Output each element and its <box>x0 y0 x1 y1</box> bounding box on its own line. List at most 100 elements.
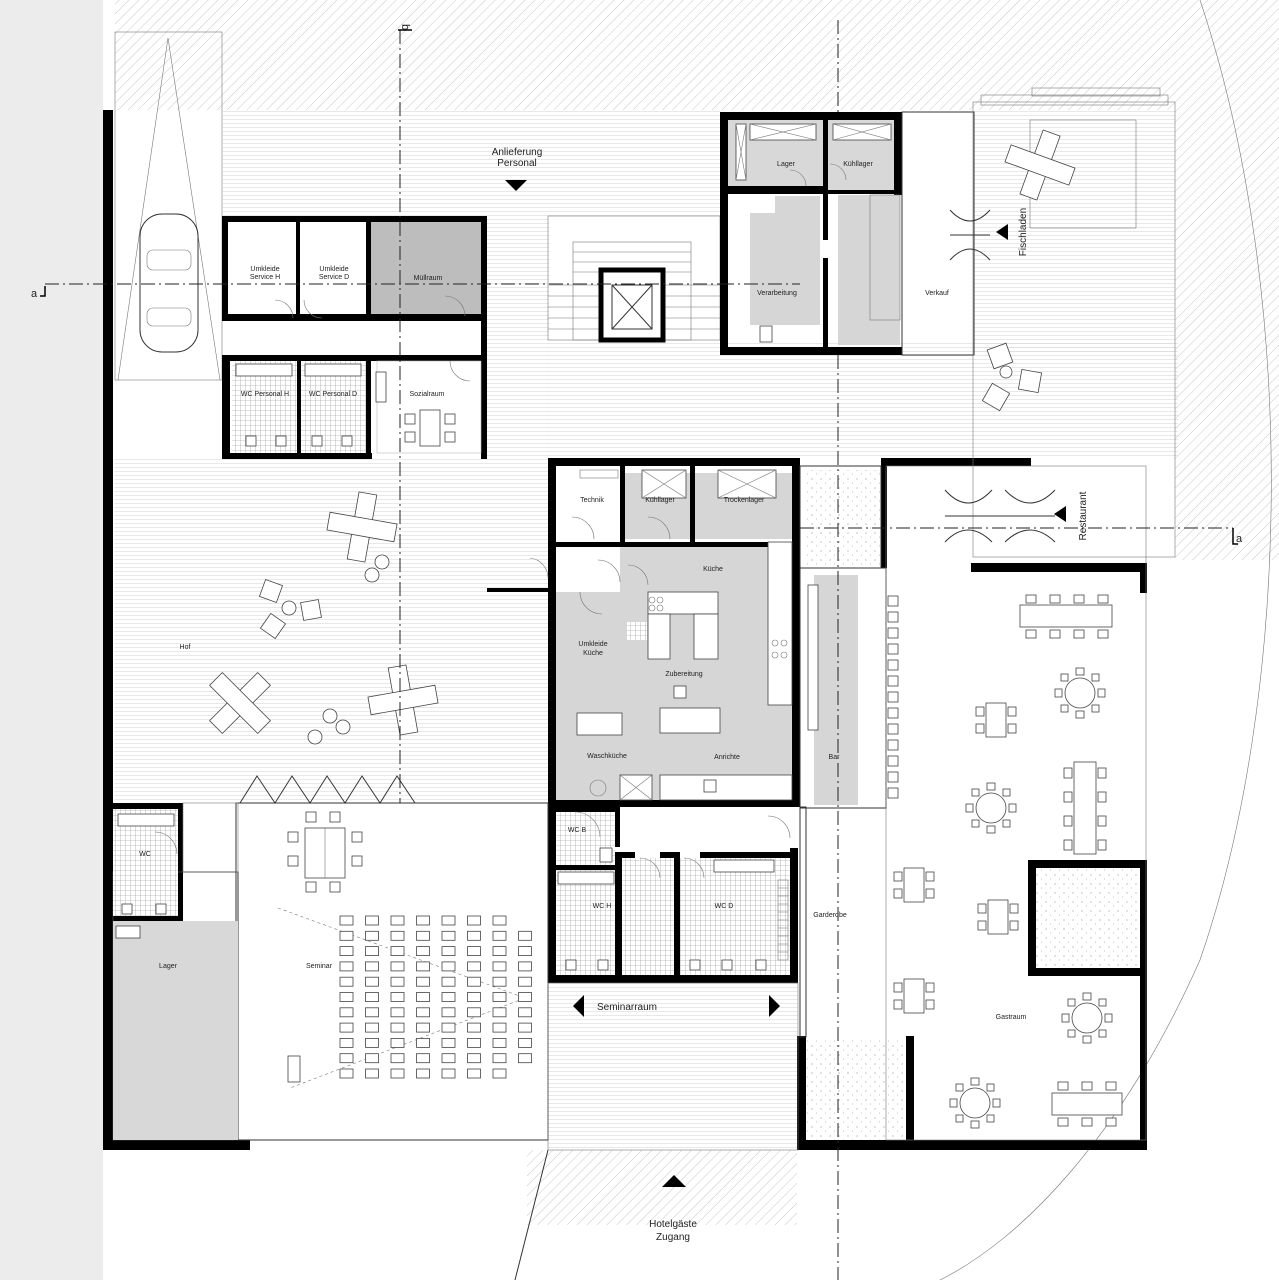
exterior-hatch-bottom <box>527 1150 797 1225</box>
label-umkleide-d-1: Umkleide <box>319 266 348 273</box>
seminar-seat <box>492 976 507 987</box>
seminar-seat <box>339 976 354 987</box>
seminar-arrow-right-icon <box>769 995 780 1017</box>
seminar-seat <box>390 1068 405 1079</box>
seminar-seat <box>441 976 456 987</box>
planter-right <box>1036 868 1140 968</box>
seminar-seat <box>339 992 354 1002</box>
hotel-arrow-icon <box>662 1175 686 1187</box>
seminar-seat <box>441 930 456 941</box>
seminar-seat <box>416 992 430 1002</box>
room-lager-left <box>113 921 238 1140</box>
seminar-seat <box>390 946 405 956</box>
seminar-seat <box>441 1038 456 1048</box>
seminar-seat <box>492 1007 507 1018</box>
seminar-seat <box>390 930 405 941</box>
social-room-table <box>404 409 456 447</box>
seminar-seat <box>467 992 481 1002</box>
seminar-seat <box>467 1022 481 1033</box>
seminar-seat <box>492 1038 507 1048</box>
seminar-seat <box>467 961 481 972</box>
seminar-seat <box>365 930 379 941</box>
site-boundary-diagonal <box>514 1149 549 1280</box>
folding-doors <box>239 775 416 804</box>
seminar-seat <box>365 1007 379 1018</box>
label-hof: Hof <box>180 644 191 651</box>
label-wc-personal-d: WC Personal D <box>309 391 357 398</box>
seminar-seat <box>390 961 405 972</box>
seminar-seat <box>441 1022 456 1033</box>
seminar-seat <box>467 930 481 941</box>
label-wc-b: WC B <box>568 827 587 834</box>
exterior-hatch-right <box>1175 110 1279 560</box>
seminar-seat <box>416 1022 430 1033</box>
seminar-seat <box>467 1007 481 1018</box>
seminar-seat <box>416 961 430 972</box>
seminar-seat <box>365 915 379 926</box>
label-gastraum: Gastraum <box>996 1014 1027 1021</box>
seminar-seat <box>441 1053 456 1064</box>
seminar-seat <box>365 1053 379 1064</box>
section-mark-b: b <box>399 24 411 30</box>
seminar-seat <box>339 961 354 972</box>
label-trockenlager: Trockenlager <box>724 497 765 504</box>
seminar-seat <box>441 915 456 926</box>
label-wc-d: WC D <box>715 903 734 910</box>
seminar-seat <box>390 1022 405 1033</box>
seminar-seat <box>467 915 481 926</box>
seminar-seat <box>416 1068 430 1079</box>
section-mark-a-left: a <box>31 288 38 300</box>
seminar-seat <box>416 946 430 956</box>
seminar-seat <box>390 976 405 987</box>
seminar-seat <box>365 976 379 987</box>
hotel-label-line2: Zugang <box>656 1232 690 1243</box>
left-margin-shade <box>0 0 103 1280</box>
seminar-seat <box>518 930 532 941</box>
label-garderobe: Garderobe <box>813 912 847 919</box>
revolving-door-restaurant <box>944 489 1056 543</box>
delivery-arrow-icon <box>505 180 527 191</box>
car-icon <box>139 213 199 353</box>
seminar-entrance-label: Seminarraum <box>597 1002 657 1013</box>
seminar-seat <box>365 946 379 956</box>
seminar-seat <box>518 992 532 1002</box>
seminar-seat <box>390 992 405 1002</box>
delivery-label-line2: Personal <box>497 158 536 169</box>
seminar-seat <box>339 1038 354 1048</box>
label-verkauf: Verkauf <box>925 290 949 297</box>
label-muellraum: Müllraum <box>414 275 443 282</box>
seminar-seat <box>339 915 354 926</box>
seminar-seat <box>365 961 379 972</box>
seminar-seat <box>518 976 532 987</box>
label-wc-left: WC <box>139 851 151 858</box>
room-wc-d <box>680 858 790 975</box>
seminar-seat <box>492 961 507 972</box>
kitchen-equipment <box>576 123 892 801</box>
label-umkleide-kueche-2: Küche <box>583 650 603 657</box>
label-lager-left: Lager <box>159 963 178 970</box>
seminar-seat <box>518 946 532 956</box>
seminar-seat <box>518 961 532 972</box>
bar-stools <box>887 595 899 799</box>
planter-bottom <box>806 1040 906 1140</box>
seminar-seat <box>390 1053 405 1064</box>
seminar-seat <box>339 1053 354 1064</box>
room-wc-left <box>113 809 178 916</box>
revolving-door-fish <box>949 209 991 261</box>
label-kueche: Küche <box>703 566 723 573</box>
label-seminar: Seminar <box>306 963 333 970</box>
seminar-seat <box>441 961 456 972</box>
exterior-hatch-top <box>115 0 1279 110</box>
label-umkleide-d-2: Service D <box>319 274 349 281</box>
seminar-seat <box>467 976 481 987</box>
section-axes <box>40 20 1238 1280</box>
seminar-seat <box>467 1053 481 1064</box>
seminar-seat <box>467 1068 481 1079</box>
seminar-seat <box>467 946 481 956</box>
walls <box>103 110 1147 1150</box>
delivery-label-line1: Anlieferung <box>492 147 543 158</box>
seminar-seat <box>390 1007 405 1018</box>
seminar-seat <box>518 1007 532 1018</box>
seminar-seat <box>492 1022 507 1033</box>
label-waschkueche: Waschküche <box>587 753 627 760</box>
